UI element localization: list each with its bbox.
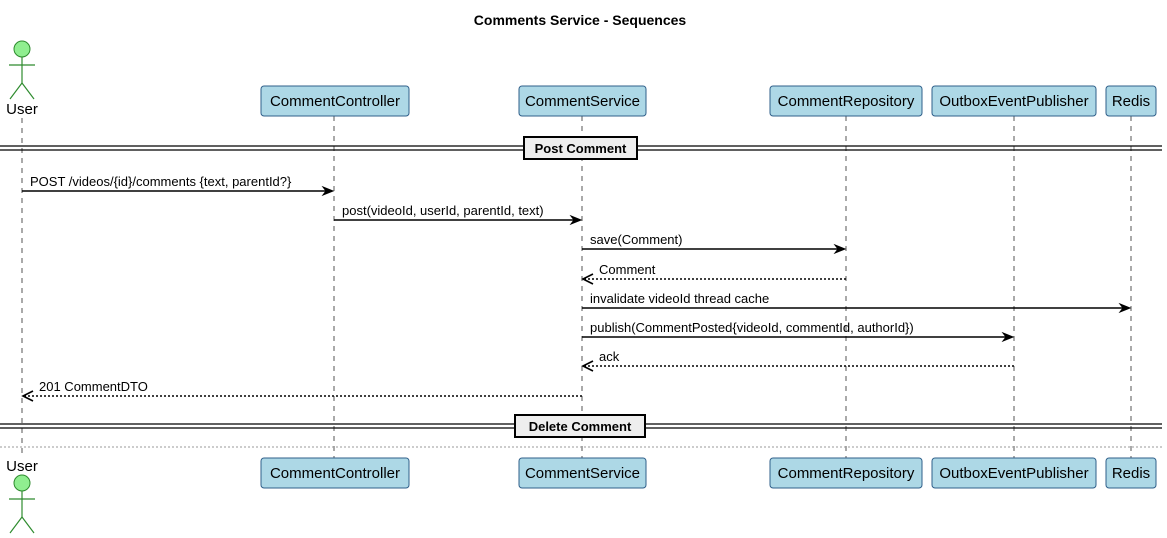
message-label: publish(CommentPosted{videoId, commentId… bbox=[590, 320, 914, 335]
message-arrow: ack bbox=[581, 349, 1014, 372]
actor-icon bbox=[9, 40, 35, 100]
participant-label: Redis bbox=[1112, 465, 1150, 482]
message-arrow: Comment bbox=[581, 262, 846, 285]
message-label: POST /videos/{id}/comments {text, parent… bbox=[30, 174, 292, 189]
participant-service-top: CommentService bbox=[518, 85, 647, 117]
message-label: save(Comment) bbox=[590, 232, 682, 247]
message-label: ack bbox=[599, 349, 620, 364]
participant-label: CommentRepository bbox=[778, 465, 915, 482]
participant-label: CommentRepository bbox=[778, 93, 915, 110]
participant-label: CommentController bbox=[270, 93, 400, 110]
participant-service-bottom: CommentService bbox=[518, 457, 647, 489]
section-label: Post Comment bbox=[535, 141, 627, 156]
participant-redis-top: Redis bbox=[1105, 85, 1157, 117]
actor-user-bottom: User bbox=[6, 458, 38, 534]
participant-label: CommentService bbox=[525, 465, 640, 482]
actor-user-top: User bbox=[6, 40, 38, 118]
participant-repository-top: CommentRepository bbox=[769, 85, 923, 117]
participant-controller-top: CommentController bbox=[260, 85, 410, 117]
participant-label: OutboxEventPublisher bbox=[939, 465, 1088, 482]
participant-controller-bottom: CommentController bbox=[260, 457, 410, 489]
participant-outbox-top: OutboxEventPublisher bbox=[931, 85, 1097, 117]
section-divider: Post Comment bbox=[0, 136, 1162, 160]
diagram-title: Comments Service - Sequences bbox=[474, 12, 687, 28]
message-arrow: publish(CommentPosted{videoId, commentId… bbox=[582, 320, 1015, 343]
message-label: invalidate videoId thread cache bbox=[590, 291, 769, 306]
actor-icon bbox=[9, 474, 35, 534]
participant-outbox-bottom: OutboxEventPublisher bbox=[931, 457, 1097, 489]
participant-label: Redis bbox=[1112, 93, 1150, 110]
section-divider: Delete Comment bbox=[0, 414, 1162, 438]
participant-label: CommentService bbox=[525, 93, 640, 110]
actor-label: User bbox=[6, 458, 38, 475]
section-label: Delete Comment bbox=[529, 419, 632, 434]
message-arrow: 201 CommentDTO bbox=[21, 379, 582, 402]
actor-label: User bbox=[6, 101, 38, 118]
participant-redis-bottom: Redis bbox=[1105, 457, 1157, 489]
message-label: 201 CommentDTO bbox=[39, 379, 148, 394]
message-label: post(videoId, userId, parentId, text) bbox=[342, 203, 544, 218]
participant-label: CommentController bbox=[270, 465, 400, 482]
participant-repository-bottom: CommentRepository bbox=[769, 457, 923, 489]
message-label: Comment bbox=[599, 262, 656, 277]
message-arrow: POST /videos/{id}/comments {text, parent… bbox=[22, 174, 335, 197]
message-arrow: post(videoId, userId, parentId, text) bbox=[334, 203, 583, 226]
participant-label: OutboxEventPublisher bbox=[939, 93, 1088, 110]
message-arrow: invalidate videoId thread cache bbox=[582, 291, 1132, 314]
message-arrow: save(Comment) bbox=[582, 232, 847, 255]
